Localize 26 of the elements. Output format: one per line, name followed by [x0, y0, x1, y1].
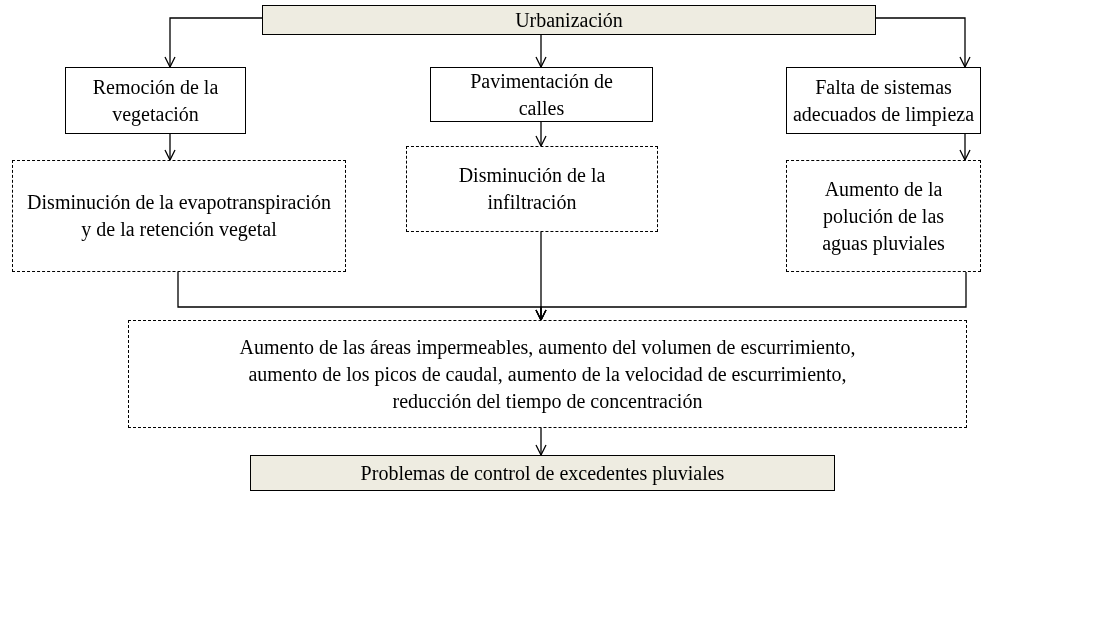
process-box — [430, 67, 653, 122]
node-text: Aumento de las áreas impermeables, aumento del volumen de escurrimiento, aumento de los picos de caudal, aumento de la velocidad de escurrimiento, reducción del tiempo de concentración — [238, 334, 857, 415]
arrow — [164, 17, 263, 68]
process-box — [786, 67, 981, 134]
node-text: Problemas de control de excedentes pluviales — [360, 460, 725, 487]
node-text: Pavimentación de calles — [469, 68, 614, 121]
arrow — [959, 133, 971, 161]
effect-box — [786, 160, 981, 272]
node-text: Disminución de la infiltración — [457, 163, 607, 215]
effect-box — [128, 320, 967, 428]
node-text: Disminución de la evapotranspiración y de la retención vegetal — [26, 190, 332, 243]
process-box — [65, 67, 246, 134]
arrow — [535, 121, 547, 147]
arrow — [535, 427, 547, 456]
node-text: Remoción de la vegetación — [91, 74, 220, 128]
effect-box — [406, 146, 658, 232]
effect-box — [12, 160, 346, 272]
arrow — [535, 271, 967, 321]
arrow — [535, 34, 547, 68]
node-text: Aumento de la polución de las aguas pluviales — [821, 176, 946, 257]
arrow — [875, 17, 971, 68]
node-text: Urbanización — [515, 7, 623, 33]
arrow — [164, 133, 176, 161]
process-box — [250, 455, 835, 491]
node-text: Falta de sistemas adecuados de limpieza — [792, 74, 975, 128]
process-box — [262, 5, 876, 35]
